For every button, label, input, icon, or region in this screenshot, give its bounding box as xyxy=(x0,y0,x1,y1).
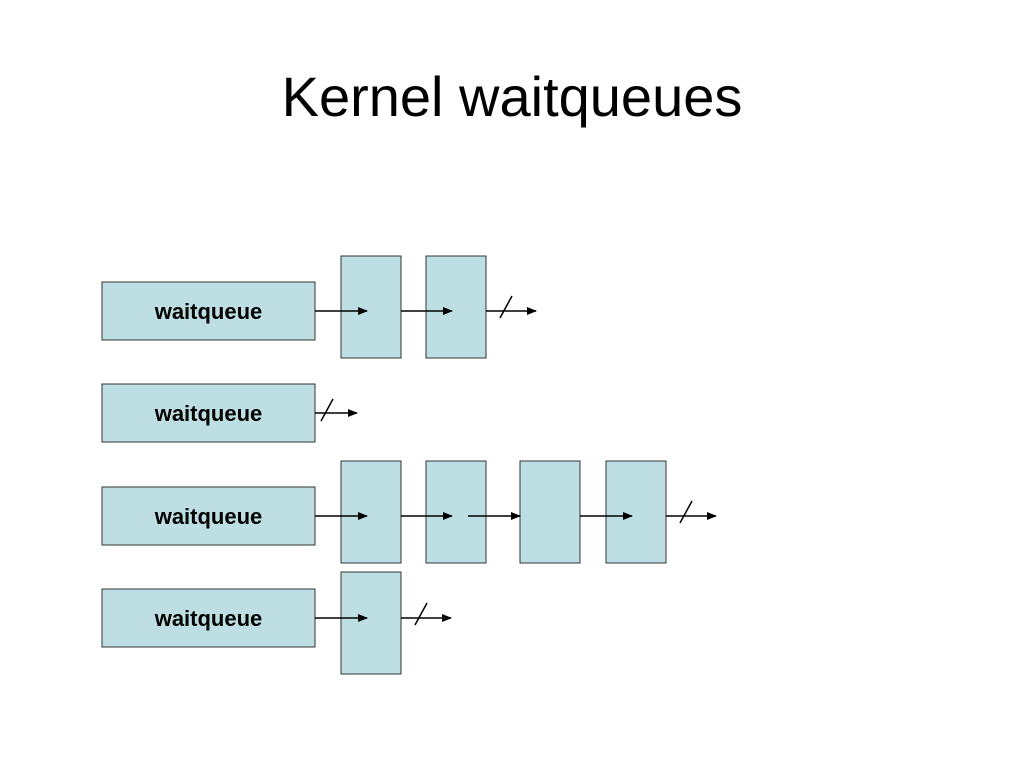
null-slash-3 xyxy=(679,500,693,524)
slide-title: Kernel waitqueues xyxy=(281,65,743,128)
queue-node-3-4 xyxy=(605,460,667,564)
null-slash-2 xyxy=(320,398,334,422)
null-slash-4 xyxy=(414,602,428,626)
queue-node-3-1 xyxy=(340,460,402,564)
null-slash-1 xyxy=(499,295,513,319)
waitqueue-head-box-3 xyxy=(101,486,316,546)
waitqueue-head-box-1 xyxy=(101,281,316,341)
queue-node-1-2 xyxy=(425,255,487,359)
queue-node-3-3 xyxy=(519,460,581,564)
waitqueue-head-box-4 xyxy=(101,588,316,648)
waitqueue-label-1: waitqueue xyxy=(154,299,263,324)
queue-node-3-2 xyxy=(425,460,487,564)
waitqueue-label-3: waitqueue xyxy=(154,504,263,529)
queue-node-1-1 xyxy=(340,255,402,359)
queue-node-4-1 xyxy=(340,571,402,675)
waitqueue-label-2: waitqueue xyxy=(154,401,263,426)
waitqueue-label-4: waitqueue xyxy=(154,606,263,631)
